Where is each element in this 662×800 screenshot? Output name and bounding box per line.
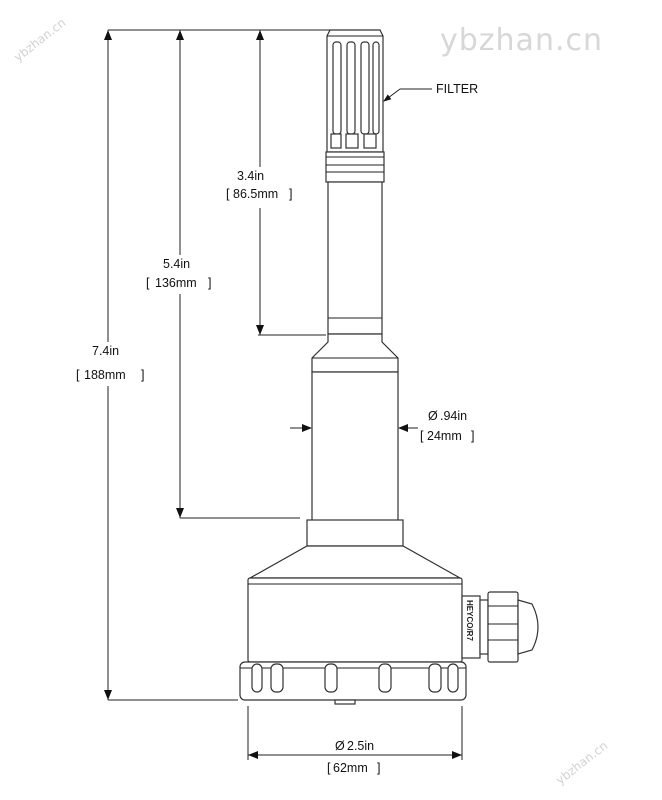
- dim-tube-diameter: Ø .94in [ 24mm ]: [290, 409, 474, 443]
- main-tube: [311, 371, 399, 523]
- filter-cap: [326, 29, 384, 153]
- dim-base-diameter: Ø 2.5in [ 62mm ]: [248, 739, 462, 775]
- dim-base-dia-mm: 62mm: [333, 761, 368, 775]
- svg-text:]: ]: [208, 276, 211, 290]
- svg-text:]: ]: [141, 368, 144, 382]
- dim-base-dia-inch: 2.5in: [347, 739, 374, 753]
- watermark-main: ybzhan.cn: [440, 23, 603, 58]
- svg-text:[: [: [327, 761, 331, 775]
- probe-stem: [327, 181, 383, 335]
- svg-text:[: [: [226, 187, 230, 201]
- svg-text:]: ]: [377, 761, 380, 775]
- dim-tube-inch: 5.4in: [163, 257, 190, 271]
- svg-text:]: ]: [471, 429, 474, 443]
- knurl-grooves: [251, 663, 459, 693]
- filter-label: FILTER: [436, 82, 478, 96]
- dim-filter-mm: 86.5mm: [233, 187, 278, 201]
- svg-text:[: [: [76, 368, 80, 382]
- dim-base-dia-symbol: Ø: [335, 739, 345, 753]
- housing: [247, 577, 463, 663]
- dim-total-inch: 7.4in: [92, 344, 119, 358]
- dim-filter-length: 3.4in [ 86.5mm ]: [226, 30, 292, 335]
- watermark-corner-right: ybzhan.cn: [553, 738, 610, 787]
- dim-tube-length: 5.4in [ 136mm ]: [146, 30, 211, 518]
- dim-filter-inch: 3.4in: [237, 169, 264, 183]
- svg-text:]: ]: [289, 187, 292, 201]
- cable-gland: HEYCO/R7: [461, 591, 539, 663]
- dim-total-mm: 188mm: [84, 368, 126, 382]
- svg-text:[: [: [420, 429, 424, 443]
- dim-tube-mm: 136mm: [155, 276, 197, 290]
- gland-brand-label: HEYCO/R7: [465, 600, 474, 641]
- watermark-corner-left: ybzhan.cn: [11, 15, 68, 64]
- dim-tube-dia-inch: .94in: [440, 409, 467, 423]
- dim-tube-dia-symbol: Ø: [428, 409, 438, 423]
- svg-text:[: [: [146, 276, 150, 290]
- probe-flare: [311, 333, 399, 373]
- housing-cone: [247, 545, 463, 579]
- sensor-body: HEYCO/R7: [239, 29, 539, 705]
- dim-total-length: 7.4in [ 188mm ]: [76, 30, 144, 700]
- tube-base-ring: [306, 519, 404, 547]
- filter-callout: FILTER: [383, 82, 478, 102]
- dim-tube-dia-mm: 24mm: [427, 429, 462, 443]
